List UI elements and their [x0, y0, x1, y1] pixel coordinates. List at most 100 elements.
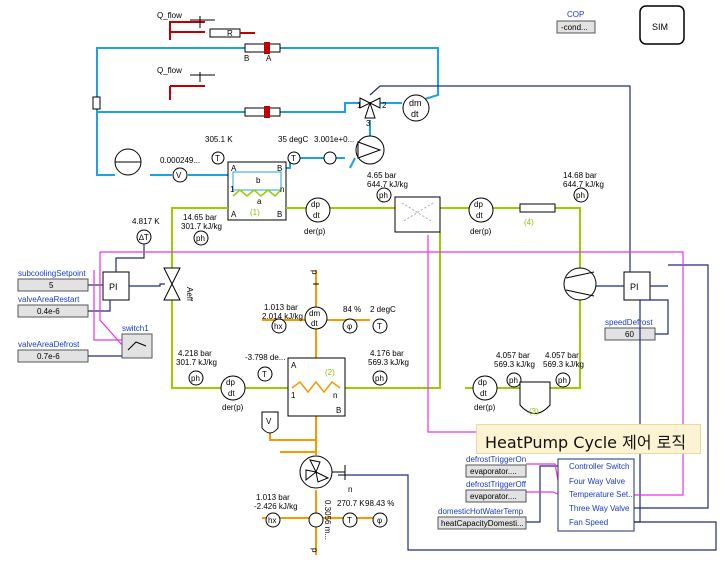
fan-h: -2.426 kJ/kg: [254, 502, 298, 511]
t-sensor-fan[interactable]: [342, 512, 358, 528]
expansion-valve[interactable]: [163, 267, 181, 301]
svg-text:ph: ph: [558, 376, 567, 385]
volume-flow-sensor[interactable]: [172, 167, 188, 183]
hx-sensor-2[interactable]: [265, 512, 281, 528]
trig-on-block[interactable]: [465, 464, 527, 478]
evaporator[interactable]: [287, 357, 346, 417]
dpdt-sensor-1[interactable]: [305, 197, 331, 223]
subcooling-setpoint-value: 5: [49, 281, 54, 290]
ph-sensor-1[interactable]: [193, 230, 209, 246]
sim-block[interactable]: [639, 5, 685, 45]
heat-source-1: [190, 16, 281, 54]
ph-sensor-5[interactable]: [372, 370, 388, 386]
water-tank[interactable]: [114, 148, 142, 176]
ctrl-four-way: Four Way Valve: [569, 477, 626, 486]
subcooling-setpoint-label: subcoolingSetpoint: [18, 269, 86, 278]
valve-port-1: 1: [357, 101, 362, 110]
svg-text:dt: dt: [480, 389, 487, 398]
svg-text:n: n: [333, 391, 337, 400]
ph-sensor-6[interactable]: [506, 372, 522, 388]
trig-off-block[interactable]: [465, 489, 527, 503]
svg-text:B: B: [336, 406, 341, 415]
svg-text:ph: ph: [375, 374, 384, 383]
dm-label: dm: [409, 98, 422, 108]
p3: 14.68 bar: [563, 171, 597, 180]
ph-sensor-3[interactable]: [573, 187, 589, 203]
q-flow-label-1: Q_flow: [157, 11, 182, 20]
t2-sensor[interactable]: [287, 151, 301, 165]
valve-port-2: 2: [382, 101, 387, 110]
air-p: 1.013 bar: [264, 303, 298, 312]
dpdt-sensor-3[interactable]: [220, 375, 246, 401]
ctrl-fan-speed: Fan Speed: [569, 518, 608, 527]
air-source[interactable]: [304, 306, 328, 330]
p-evap1: 4.218 bar: [178, 349, 212, 358]
dhw-block[interactable]: [437, 516, 527, 530]
t-cold: -3.798 de...: [245, 353, 285, 362]
three-way-valve[interactable]: [359, 97, 381, 119]
der-label-4: der(p): [474, 403, 496, 412]
four-way-valve[interactable]: [394, 196, 441, 233]
volume-v[interactable]: [261, 411, 279, 434]
svg-text:dp: dp: [226, 378, 235, 387]
ctrl-switch: Controller Switch: [569, 462, 629, 471]
fan-phi: 98.43 %: [365, 499, 394, 508]
t-sensor-cold[interactable]: [257, 366, 273, 382]
dt-label: dt: [411, 109, 419, 119]
t1-value: 305.1 K: [205, 135, 233, 144]
svg-text:dp: dp: [311, 200, 320, 209]
p-sep1: 4.057 bar: [496, 351, 530, 360]
heat-flow-lines: [169, 21, 205, 100]
valve-area-defrost-value: 0.7e-6: [37, 352, 60, 361]
svg-text:dp: dp: [474, 200, 483, 209]
controller-block[interactable]: [557, 458, 635, 532]
phi-sensor-2[interactable]: [372, 512, 388, 528]
ph-sensor-2[interactable]: [376, 187, 392, 203]
svg-text:ph: ph: [509, 376, 518, 385]
cop-block[interactable]: [556, 20, 596, 34]
speed-defrost-label: speedDefrost: [605, 318, 653, 327]
der-label-1: der(p): [304, 227, 326, 236]
caption-banner: HeatPump Cycle 제어 로직: [476, 424, 701, 454]
hx-B: B: [277, 164, 282, 173]
hx-sensor-1[interactable]: [271, 318, 287, 334]
pipe-4[interactable]: [519, 203, 556, 213]
ph-label-1: ph: [196, 234, 205, 243]
svg-text:hx: hx: [268, 516, 276, 525]
t1-sensor[interactable]: [211, 151, 225, 165]
ctrl-temp-set: Temperature Set...: [569, 490, 635, 499]
t3-sensor[interactable]: [323, 151, 337, 165]
svg-text:V: V: [266, 417, 272, 426]
h1: 301.7 kJ/kg: [181, 222, 222, 231]
switch1-block[interactable]: [121, 333, 153, 359]
der-label-3: der(p): [222, 403, 244, 412]
phi-sensor-1[interactable]: [342, 318, 358, 334]
idx-4: (4): [524, 218, 534, 227]
p-top: p: [310, 270, 319, 275]
dpdt-sensor-4[interactable]: [472, 375, 498, 401]
svg-text:1: 1: [291, 391, 296, 400]
svg-text:φ: φ: [347, 322, 352, 331]
dpdt-sensor-2[interactable]: [468, 197, 494, 223]
ctrl-three-way: Three Way Valve: [569, 504, 630, 513]
h2: 644.7 kJ/kg: [367, 180, 408, 189]
hx-n: n: [280, 185, 284, 194]
hx-A2: A: [231, 210, 237, 219]
compressor[interactable]: [563, 267, 597, 301]
port-b-label: B: [244, 54, 249, 63]
cop-title: COP: [567, 10, 584, 19]
svg-text:ph: ph: [379, 191, 388, 200]
ph-sensor-7[interactable]: [555, 372, 571, 388]
pi-controller-2[interactable]: [623, 271, 651, 301]
dhw-value: heatCapacityDomesti...: [441, 519, 524, 528]
h3: 644.7 kJ/kg: [563, 180, 604, 189]
heat-source-2: [190, 72, 281, 118]
ph-sensor-4[interactable]: [188, 370, 204, 386]
vflow-sensor-2[interactable]: [308, 512, 324, 528]
separator[interactable]: [519, 381, 551, 414]
mass-flow-sensor[interactable]: [402, 94, 430, 122]
evap-idx: (2): [325, 368, 335, 377]
svg-text:dp: dp: [478, 378, 487, 387]
t-sensor-air[interactable]: [372, 318, 388, 334]
